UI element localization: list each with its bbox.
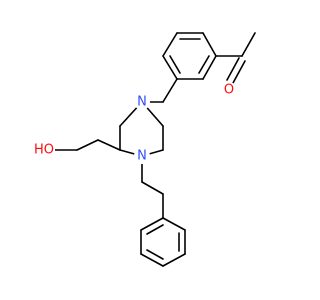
bond <box>76 139 99 151</box>
hydroxyl-label: HO <box>34 143 54 158</box>
bond <box>140 253 164 267</box>
molecule-structure-diagram: N N O HO <box>31 32 256 267</box>
hydroxyl-group: HO <box>31 142 55 158</box>
bond <box>162 78 178 103</box>
bond <box>241 32 256 57</box>
bond <box>162 55 178 80</box>
bond <box>202 55 217 80</box>
bond <box>202 32 217 57</box>
aromatic-bond <box>198 55 210 74</box>
ring-nitrogen-bottom-label: N <box>137 149 147 164</box>
ring-nitrogen-top-label: N <box>137 95 147 110</box>
bond <box>140 217 164 231</box>
aromatic-bond <box>146 224 164 235</box>
bond-layer <box>54 32 256 267</box>
bond <box>162 217 186 231</box>
atom-label-layer: N N O HO <box>31 82 237 164</box>
aromatic-bond <box>146 249 164 260</box>
carbonyl-oxygen-label: O <box>224 83 234 98</box>
aromatic-bond <box>169 55 181 74</box>
ring-nitrogen-top-atom: N <box>134 94 150 110</box>
bond <box>141 181 164 195</box>
ring-nitrogen-bottom-atom: N <box>134 148 150 164</box>
bond <box>162 32 178 57</box>
double-bond <box>226 57 240 81</box>
bond <box>97 139 121 151</box>
bond <box>162 253 186 267</box>
carbonyl-oxygen-atom: O <box>221 82 237 98</box>
double-bond <box>232 60 246 84</box>
